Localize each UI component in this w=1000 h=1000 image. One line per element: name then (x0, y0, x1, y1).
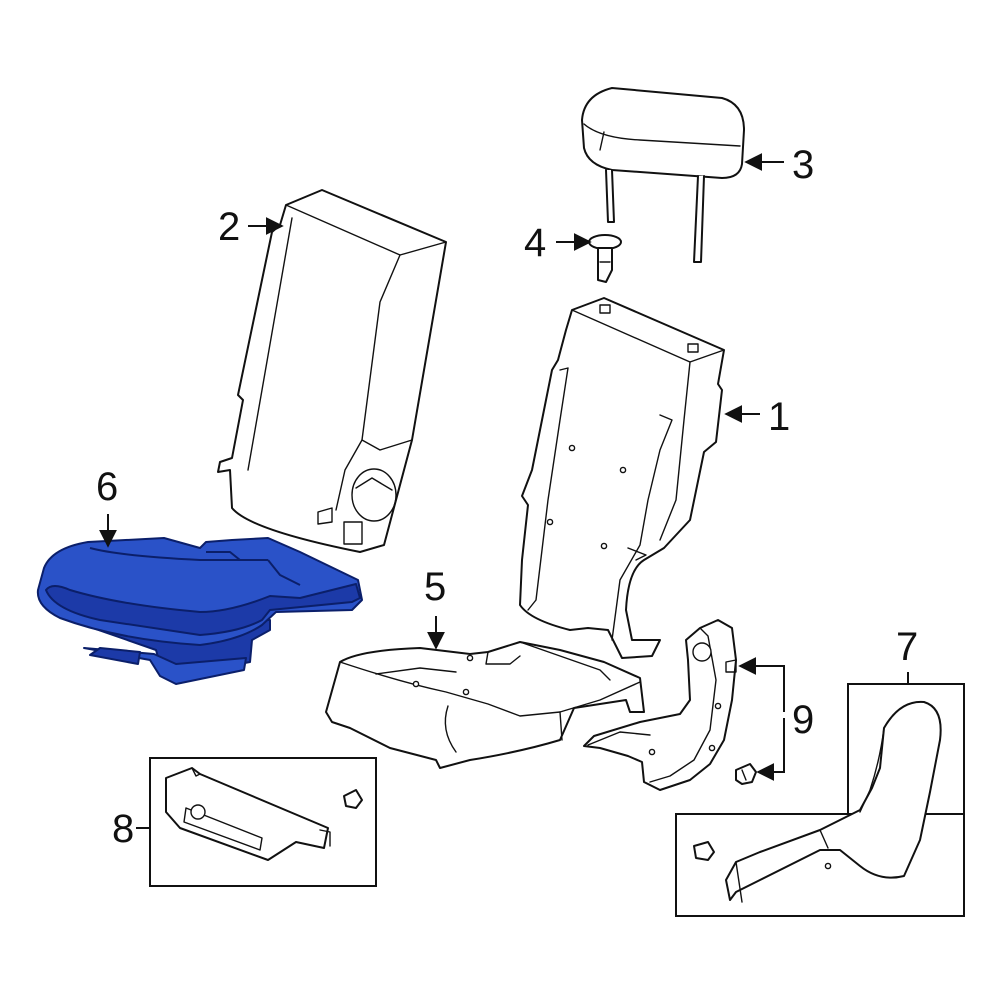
svg-text:6: 6 (96, 465, 118, 509)
seat-cushion-pad-part[interactable] (36, 537, 363, 685)
handle-trim-part[interactable] (165, 767, 331, 861)
svg-text:7: 7 (896, 625, 918, 669)
headrest-part[interactable] (581, 87, 745, 263)
callout-6: 6 (96, 465, 118, 548)
seat-cushion-frame-part[interactable] (325, 641, 645, 769)
callout-9: 9 (738, 657, 814, 781)
seat-back-frame-part[interactable] (519, 297, 725, 659)
side-shield-part[interactable] (725, 700, 942, 903)
callout-2: 2 (218, 205, 284, 249)
svg-text:3: 3 (792, 143, 814, 187)
callout-4: 4 (524, 221, 592, 265)
clip-part[interactable] (735, 763, 757, 785)
callout-8: 8 (112, 807, 150, 851)
shield-clip-part[interactable] (693, 841, 715, 861)
svg-text:8: 8 (112, 807, 134, 851)
callout-3: 3 (744, 143, 814, 187)
svg-text:1: 1 (768, 395, 790, 439)
side-shield-box (675, 683, 965, 917)
headrest-guide-part[interactable] (588, 234, 622, 283)
handle-trim-box (149, 757, 377, 887)
svg-text:9: 9 (792, 698, 814, 742)
svg-text:4: 4 (524, 221, 546, 265)
seat-back-cover-part[interactable] (217, 189, 447, 553)
svg-text:5: 5 (424, 565, 446, 609)
trim-clip-part[interactable] (343, 789, 363, 809)
callout-1: 1 (724, 395, 790, 439)
svg-text:2: 2 (218, 205, 240, 249)
side-bracket-part[interactable] (583, 619, 737, 791)
callout-5: 5 (424, 565, 446, 650)
callout-7: 7 (896, 625, 918, 684)
